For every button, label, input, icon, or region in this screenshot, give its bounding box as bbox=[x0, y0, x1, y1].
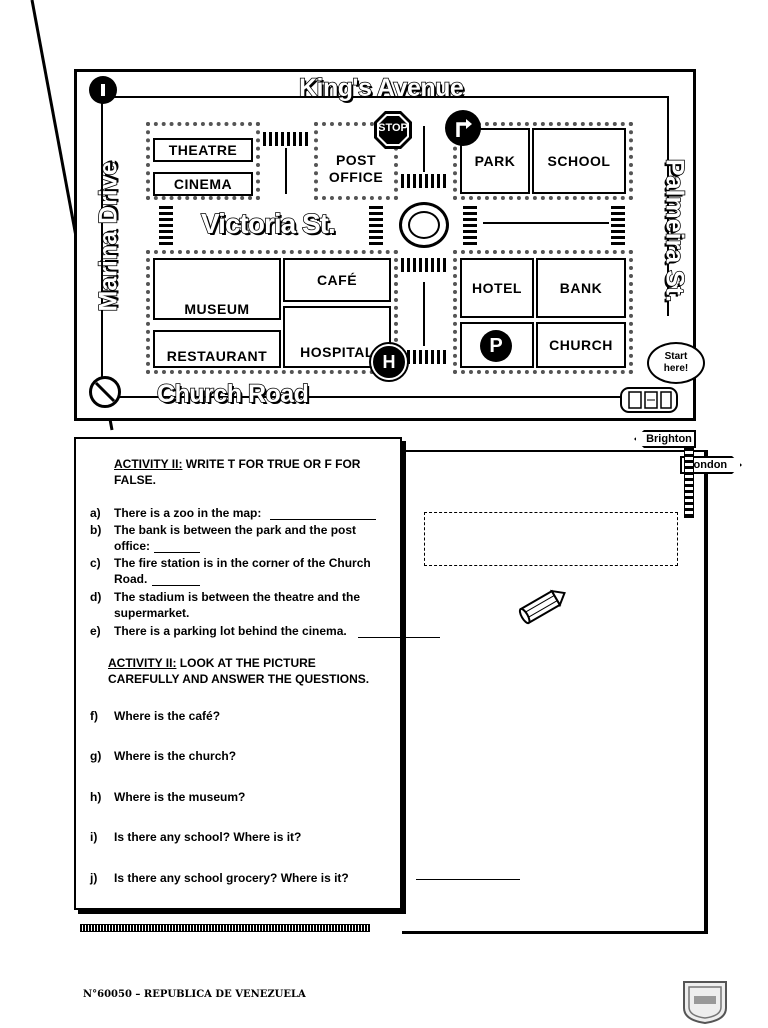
street-palmeira: Palmeira St. bbox=[660, 158, 690, 303]
lane-line bbox=[423, 126, 425, 172]
road-edge-south bbox=[101, 396, 625, 398]
theatre-label: THEATRE bbox=[153, 138, 253, 162]
question-e: e) There is a parking lot behind the cin… bbox=[90, 623, 450, 639]
question-text: Where is the café? bbox=[114, 709, 221, 723]
start-here-text: Start here! bbox=[663, 351, 689, 374]
road-edge-north bbox=[101, 96, 667, 98]
question-letter: b) bbox=[90, 523, 102, 537]
crosswalk bbox=[611, 203, 625, 245]
question-letter: e) bbox=[90, 624, 101, 638]
school-seal-logo bbox=[680, 978, 730, 1025]
activity1-heading: ACTIVITY II: WRITE T FOR TRUE OR F FOR F… bbox=[114, 456, 384, 488]
question-b: b) The bank is between the park and the … bbox=[90, 522, 390, 554]
pencil-icon bbox=[514, 584, 570, 628]
question-g: g) Where is the church? bbox=[90, 748, 390, 764]
hotel-label: HOTEL bbox=[460, 258, 534, 318]
question-letter: g) bbox=[90, 749, 102, 763]
activity1-heading-label: ACTIVITY II: bbox=[114, 457, 183, 471]
crosswalk bbox=[263, 132, 311, 146]
museum-label: MUSEUM bbox=[153, 258, 281, 320]
crosswalk bbox=[401, 174, 449, 188]
crosswalk bbox=[463, 203, 477, 245]
road-edge-east bbox=[667, 96, 669, 316]
crosswalk bbox=[369, 203, 383, 245]
signpost-brighton: Brighton bbox=[634, 430, 696, 448]
start-speech-bubble: Start here! bbox=[647, 342, 705, 384]
bank-label: BANK bbox=[536, 258, 626, 318]
question-text: The fire station is in the corner of the… bbox=[114, 556, 371, 586]
question-text: Where is the museum? bbox=[114, 790, 246, 804]
crosswalk bbox=[401, 258, 449, 272]
answer-blank[interactable] bbox=[154, 540, 200, 553]
question-c: c) The fire station is in the corner of … bbox=[90, 555, 390, 587]
question-text: Is there any school? Where is it? bbox=[114, 830, 302, 844]
activity1-heading-text: WRITE T FOR TRUE OR F FOR FALSE. bbox=[114, 457, 361, 487]
street-victoria: Victoria St. bbox=[200, 207, 336, 240]
question-letter: i) bbox=[90, 830, 98, 844]
question-text: The bank is between the park and the pos… bbox=[114, 523, 357, 553]
signpost-pole bbox=[684, 448, 694, 518]
worksheet-card bbox=[74, 437, 402, 910]
hospital-sign: H bbox=[369, 342, 409, 382]
stop-sign: STOP bbox=[373, 110, 413, 150]
drawing-panel bbox=[402, 450, 708, 934]
activity2-heading: ACTIVITY II: LOOK AT THE PICTURE CAREFUL… bbox=[108, 655, 378, 687]
question-text: There is a zoo in the map: bbox=[114, 506, 262, 520]
no-entry-icon bbox=[89, 376, 121, 408]
question-text: There is a parking lot behind the cinema… bbox=[114, 624, 347, 638]
question-j: j) Is there any school grocery? Where is… bbox=[90, 870, 400, 886]
signpost-london: London bbox=[680, 456, 742, 474]
answer-blank[interactable] bbox=[270, 507, 376, 520]
street-kings-avenue: King's Avenue bbox=[298, 73, 464, 103]
question-letter: d) bbox=[90, 590, 102, 604]
lane-line bbox=[285, 148, 287, 194]
question-letter: a) bbox=[90, 506, 101, 520]
question-f: f) Where is the café? bbox=[90, 708, 390, 724]
parking-sign: P bbox=[480, 330, 512, 362]
question-letter: f) bbox=[90, 709, 98, 723]
post-office-label: POST OFFICE bbox=[321, 150, 391, 188]
town-map: THEATRE CINEMA POST OFFICE PARK SCHOOL M… bbox=[74, 69, 705, 421]
lane-line bbox=[483, 222, 609, 224]
footer-text: N°60050 – REPUBLICA DE VENEZUELA bbox=[83, 989, 306, 1000]
lane-line bbox=[423, 282, 425, 346]
cafe-label: CAFÉ bbox=[283, 258, 391, 302]
roundabout-icon bbox=[399, 202, 449, 248]
restaurant-label: RESTAURANT bbox=[153, 330, 281, 368]
church-label: CHURCH bbox=[536, 322, 626, 368]
car-icon bbox=[619, 384, 681, 416]
question-d: d) The stadium is between the theatre an… bbox=[90, 589, 390, 621]
question-text: The stadium is between the theatre and t… bbox=[114, 590, 361, 620]
question-letter: c) bbox=[90, 556, 101, 570]
crosswalk bbox=[159, 203, 173, 245]
answer-blank[interactable] bbox=[152, 573, 200, 586]
stop-sign-text: STOP bbox=[378, 122, 408, 134]
street-marina-drive: Marina Drive bbox=[94, 161, 124, 313]
activity2-heading-label: ACTIVITY II: bbox=[108, 656, 177, 670]
right-turn-icon bbox=[445, 110, 481, 146]
street-church-road: Church Road bbox=[156, 379, 309, 409]
answer-blank[interactable] bbox=[358, 625, 440, 638]
question-letter: j) bbox=[90, 871, 98, 885]
school-label: SCHOOL bbox=[532, 128, 626, 194]
question-text: Is there any school grocery? Where is it… bbox=[114, 871, 349, 885]
question-i: i) Is there any school? Where is it? bbox=[90, 829, 390, 845]
question-a: a) There is a zoo in the map: bbox=[90, 505, 390, 521]
activity2-heading-text: LOOK AT THE PICTURE CAREFULLY AND ANSWER… bbox=[108, 656, 370, 686]
road-edge-west bbox=[101, 96, 103, 396]
answer-line[interactable] bbox=[416, 879, 520, 880]
one-way-icon bbox=[89, 76, 117, 104]
question-h: h) Where is the museum? bbox=[90, 789, 390, 805]
cinema-label: CINEMA bbox=[153, 172, 253, 196]
answer-box[interactable] bbox=[424, 512, 678, 566]
bottom-rule bbox=[80, 924, 370, 932]
question-letter: h) bbox=[90, 790, 102, 804]
crosswalk bbox=[401, 350, 449, 364]
question-text: Where is the church? bbox=[114, 749, 237, 763]
